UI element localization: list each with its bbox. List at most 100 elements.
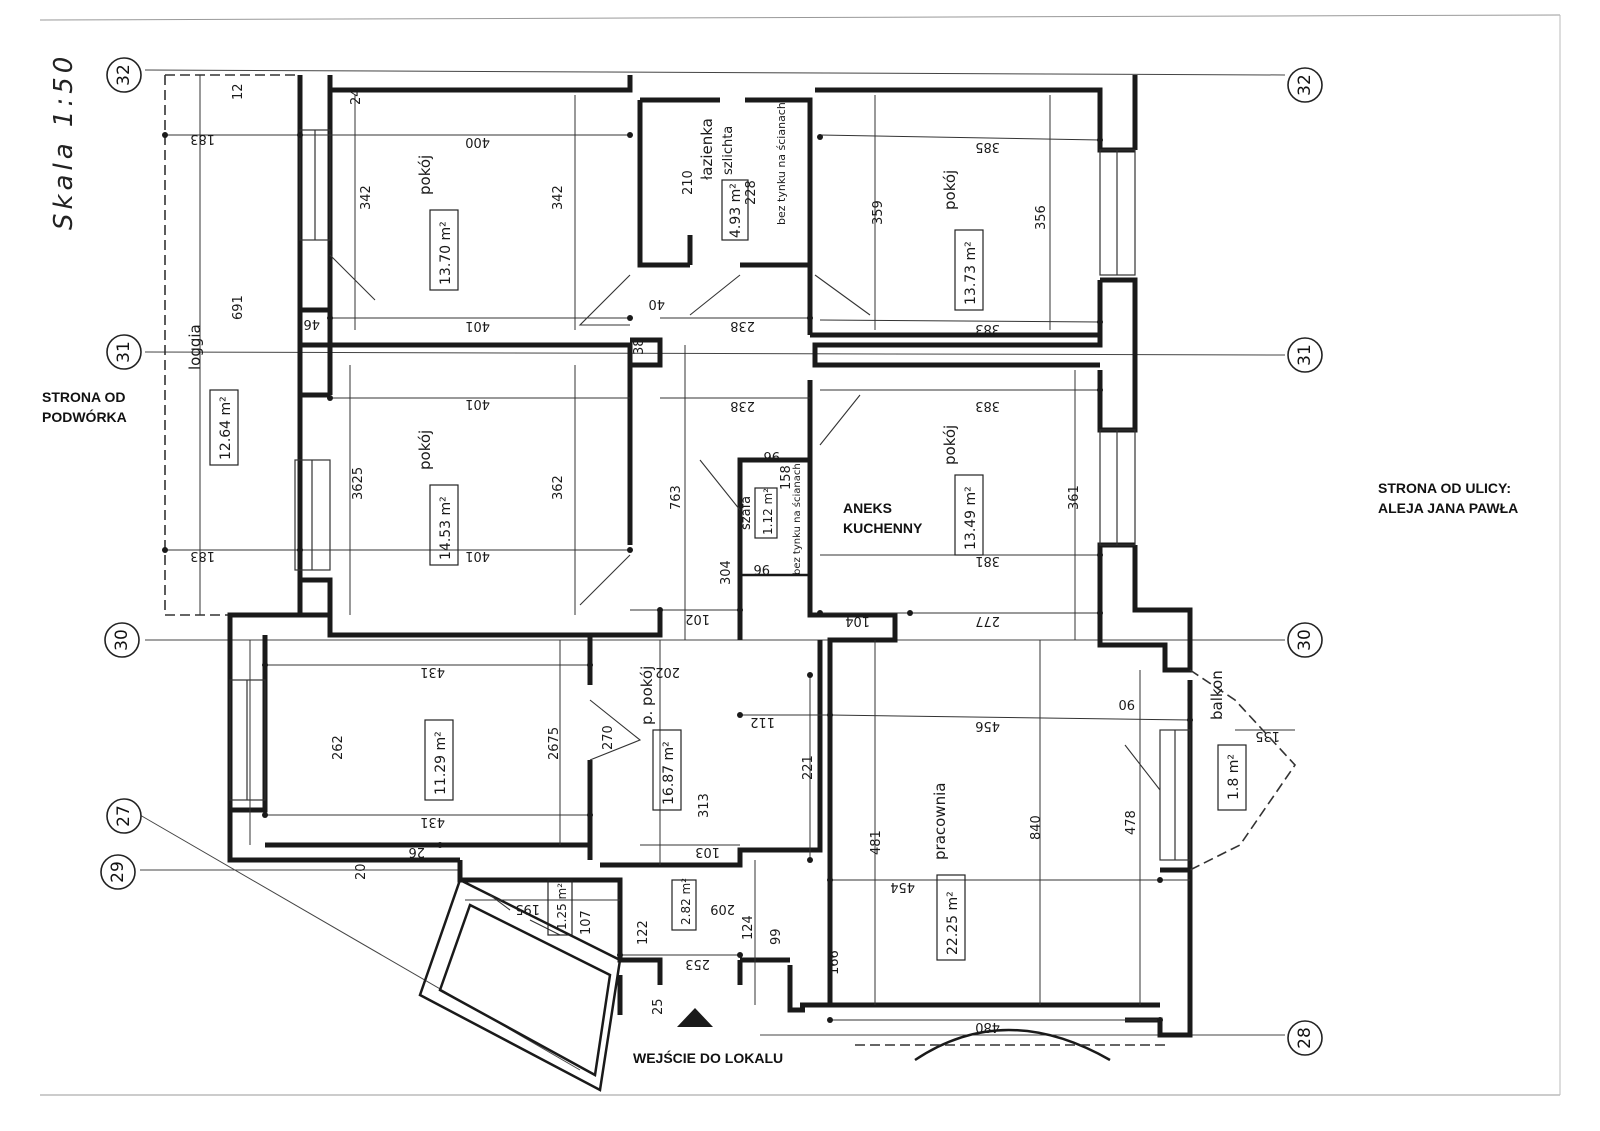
axis-lines bbox=[139, 69, 1286, 1071]
svg-text:31: 31 bbox=[1295, 344, 1315, 366]
svg-text:46: 46 bbox=[303, 316, 320, 331]
svg-text:96: 96 bbox=[753, 561, 770, 576]
svg-text:401: 401 bbox=[465, 396, 490, 411]
closet-name: szafa bbox=[739, 496, 754, 530]
svg-text:31: 31 bbox=[114, 341, 134, 363]
bathroom-name: łazienka bbox=[698, 118, 716, 180]
corridor-area: 2.82 m² bbox=[679, 878, 693, 925]
svg-text:166: 166 bbox=[827, 950, 842, 975]
balcony-name: balkon bbox=[1208, 670, 1226, 720]
svg-text:361: 361 bbox=[1067, 485, 1082, 510]
svg-text:195: 195 bbox=[515, 901, 540, 916]
entrance-steps bbox=[418, 878, 622, 1092]
svg-text:38: 38 bbox=[632, 338, 647, 355]
svg-text:481: 481 bbox=[869, 830, 884, 855]
yard-side-label-1: STRONA OD bbox=[42, 389, 125, 405]
axis-marker-29: 29 bbox=[100, 854, 136, 890]
svg-text:29: 29 bbox=[108, 861, 128, 883]
svg-text:112: 112 bbox=[750, 714, 775, 729]
svg-text:228: 228 bbox=[744, 180, 759, 205]
axis-marker-27: 27 bbox=[106, 798, 142, 834]
svg-text:3625: 3625 bbox=[351, 467, 366, 500]
svg-text:99: 99 bbox=[769, 928, 784, 945]
bathroom-note2: bez tynku na ścianach bbox=[775, 102, 788, 225]
svg-text:840: 840 bbox=[1029, 815, 1044, 840]
svg-text:763: 763 bbox=[669, 485, 684, 510]
office-name: pracownia bbox=[931, 783, 949, 860]
svg-text:27: 27 bbox=[114, 805, 134, 827]
walls bbox=[227, 75, 1193, 1038]
svg-text:342: 342 bbox=[551, 185, 566, 210]
axis-marker-32-right: 32 bbox=[1287, 67, 1323, 103]
room-e-area: 13.49 m² bbox=[963, 486, 979, 550]
svg-text:28: 28 bbox=[1295, 1027, 1315, 1049]
svg-text:456: 456 bbox=[975, 718, 1000, 733]
room-w-area: 14.53 m² bbox=[438, 496, 454, 560]
svg-text:183: 183 bbox=[190, 131, 215, 146]
office-area: 22.25 m² bbox=[945, 891, 961, 955]
svg-text:209: 209 bbox=[710, 901, 735, 916]
svg-text:202: 202 bbox=[655, 664, 680, 679]
axis-marker-30-right: 30 bbox=[1287, 622, 1323, 658]
svg-text:431: 431 bbox=[420, 814, 445, 829]
svg-text:30: 30 bbox=[112, 629, 132, 651]
svg-text:342: 342 bbox=[359, 185, 374, 210]
windows bbox=[229, 129, 1191, 861]
kitchen-label-1: ANEKS bbox=[843, 500, 892, 516]
svg-text:431: 431 bbox=[420, 664, 445, 679]
svg-text:238: 238 bbox=[730, 398, 755, 413]
svg-text:158: 158 bbox=[779, 465, 794, 490]
svg-text:26: 26 bbox=[408, 844, 425, 859]
loggia-area: 12.64 m² bbox=[218, 396, 234, 460]
dimension-labels: 183 400 385 342 342 359 356 691 401 238 … bbox=[190, 83, 1280, 1034]
bathroom-area: 4.93 m² bbox=[728, 183, 744, 238]
svg-text:401: 401 bbox=[465, 548, 490, 563]
loggia-name: loggia bbox=[186, 324, 204, 370]
svg-text:32: 32 bbox=[1295, 74, 1315, 96]
closet-note: bez tynku na ścianach bbox=[791, 463, 803, 575]
svg-text:2675: 2675 bbox=[547, 727, 562, 760]
svg-text:221: 221 bbox=[801, 755, 816, 780]
axis-marker-30-left: 30 bbox=[104, 622, 140, 658]
scale-label: Skala 1:50 bbox=[49, 53, 79, 230]
balcony-outline bbox=[1189, 669, 1297, 871]
room-w-name: pokój bbox=[416, 430, 434, 470]
bay-arc bbox=[914, 1028, 1111, 1062]
axis-marker-28: 28 bbox=[1287, 1020, 1323, 1056]
svg-text:401: 401 bbox=[465, 318, 490, 333]
svg-text:313: 313 bbox=[697, 793, 712, 818]
svg-text:478: 478 bbox=[1124, 810, 1139, 835]
door-swings bbox=[329, 254, 1161, 791]
axis-marker-31-left: 31 bbox=[106, 334, 142, 370]
svg-text:183: 183 bbox=[190, 548, 215, 563]
svg-text:383: 383 bbox=[975, 321, 1000, 336]
svg-text:96: 96 bbox=[763, 448, 780, 463]
entrance-label: WEJŚCIE DO LOKALU bbox=[633, 1049, 783, 1066]
dimension-dots bbox=[162, 132, 1193, 1023]
room-nw-area: 13.70 m² bbox=[438, 221, 454, 285]
svg-text:356: 356 bbox=[1034, 205, 1049, 230]
closet-area: 1.12 m² bbox=[761, 488, 775, 535]
svg-text:253: 253 bbox=[685, 956, 710, 971]
svg-text:304: 304 bbox=[719, 560, 734, 585]
svg-text:135: 135 bbox=[1255, 728, 1280, 743]
area-boxes bbox=[209, 179, 1247, 961]
room-ne-name: pokój bbox=[941, 170, 959, 210]
svg-text:102: 102 bbox=[685, 611, 710, 626]
svg-text:691: 691 bbox=[231, 295, 246, 320]
svg-text:362: 362 bbox=[551, 475, 566, 500]
svg-text:270: 270 bbox=[601, 725, 616, 750]
svg-text:107: 107 bbox=[579, 910, 594, 935]
room-e-name: pokój bbox=[941, 425, 959, 465]
hall-room-area: 16.87 m² bbox=[661, 741, 677, 805]
svg-text:210: 210 bbox=[681, 170, 696, 195]
svg-text:480: 480 bbox=[975, 1019, 1000, 1034]
yard-side-label-2: PODWÓRKA bbox=[42, 408, 127, 425]
dimension-lines bbox=[165, 75, 1295, 1021]
loggia-outline bbox=[164, 75, 230, 616]
svg-text:383: 383 bbox=[975, 398, 1000, 413]
svg-text:32: 32 bbox=[114, 64, 134, 86]
svg-text:381: 381 bbox=[975, 553, 1000, 568]
bathroom-note: szlichta bbox=[721, 126, 736, 175]
